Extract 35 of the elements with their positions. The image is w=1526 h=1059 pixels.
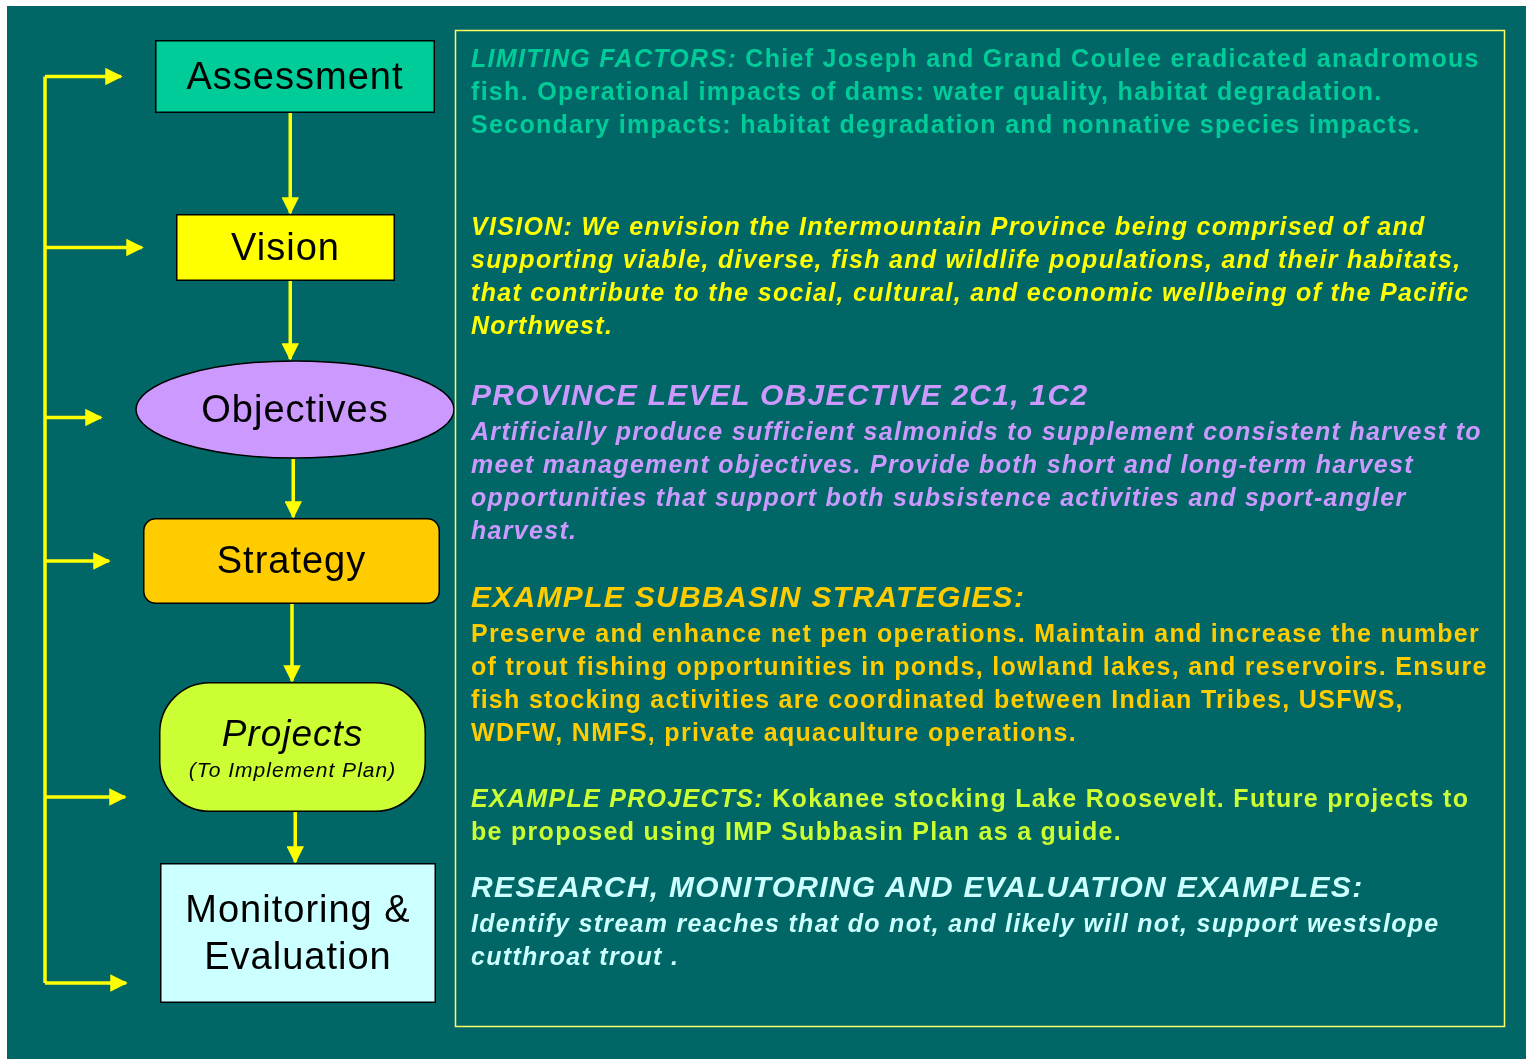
node-sublabel: (To Implement Plan) — [188, 757, 397, 783]
monitoring-box — [160, 863, 436, 1003]
node-label: Objectives — [201, 386, 389, 432]
projects-box — [159, 682, 426, 812]
arrow — [45, 974, 128, 992]
arrow — [45, 788, 127, 806]
assessment-box — [155, 40, 435, 113]
paragraph: Preserve and enhance net pen operations. Maintain and increase the number of trout fishing opportunities in ponds, lowland lakes, and reservoirs. Ensure fish stocking activities are coordinated between Indian Tribes, USFWS, WDFW, NMFS, private aquaculture operations. — [471, 618, 1489, 748]
arrow — [45, 238, 144, 257]
node-label: Monitoring & Evaluation — [184, 886, 412, 979]
arrow — [284, 459, 302, 519]
node-label: Vision — [231, 224, 340, 270]
node-label: Projects — [221, 711, 364, 756]
section-heading: PROVINCE LEVEL OBJECTIVE 2C1, 1C2 — [471, 378, 1090, 411]
arrow — [281, 281, 299, 361]
paragraph: EXAMPLE PROJECTS: Kokanee stocking Lake Roosevelt. Future projects to be proposed using IMP Subbasin Plan as a guide. — [471, 783, 1471, 847]
section-heading: EXAMPLE SUBBASIN STRATEGIES: — [471, 580, 1027, 613]
section-heading: RESEARCH, MONITORING AND EVALUATION EXAMPLES: — [471, 870, 1365, 903]
arrow — [286, 812, 304, 864]
strategy-box — [143, 518, 440, 604]
arrow — [45, 67, 123, 86]
vision-box — [176, 214, 395, 281]
paragraph: VISION: We envision the Intermountain Province being comprised of and supporting viable, diverse, fish and wildlife populations, and their habitats, that contribute to the social, cultural, and economic wellbeing of the Pacific Northwest. — [471, 211, 1471, 341]
paragraph: Artificially produce sufficient salmonids to supplement consistent harvest to meet management objectives. Provide both short and long-term harvest opportunities that support both subsistence activities and sport-angler harvest. — [471, 416, 1483, 546]
paragraph: Identify stream reaches that do not, and likely will not, support westslope cutthroat trout . — [471, 908, 1441, 972]
node-label: Assessment — [186, 53, 404, 99]
objectives-ellipse — [135, 360, 455, 459]
arrow — [283, 604, 301, 683]
arrow — [281, 113, 299, 215]
paragraph: LIMITING FACTORS: Chief Joseph and Grand Coulee eradicated anadromous fish. Operational impacts of dams: water quality, habitat degradation. Secondary impacts: habitat degradation and nonnative species impacts. — [471, 43, 1481, 140]
node-label: Strategy — [216, 538, 367, 584]
arrow — [45, 408, 103, 427]
arrow — [45, 552, 111, 570]
feedback-line — [43, 76, 47, 983]
text-panel — [455, 30, 1505, 1027]
